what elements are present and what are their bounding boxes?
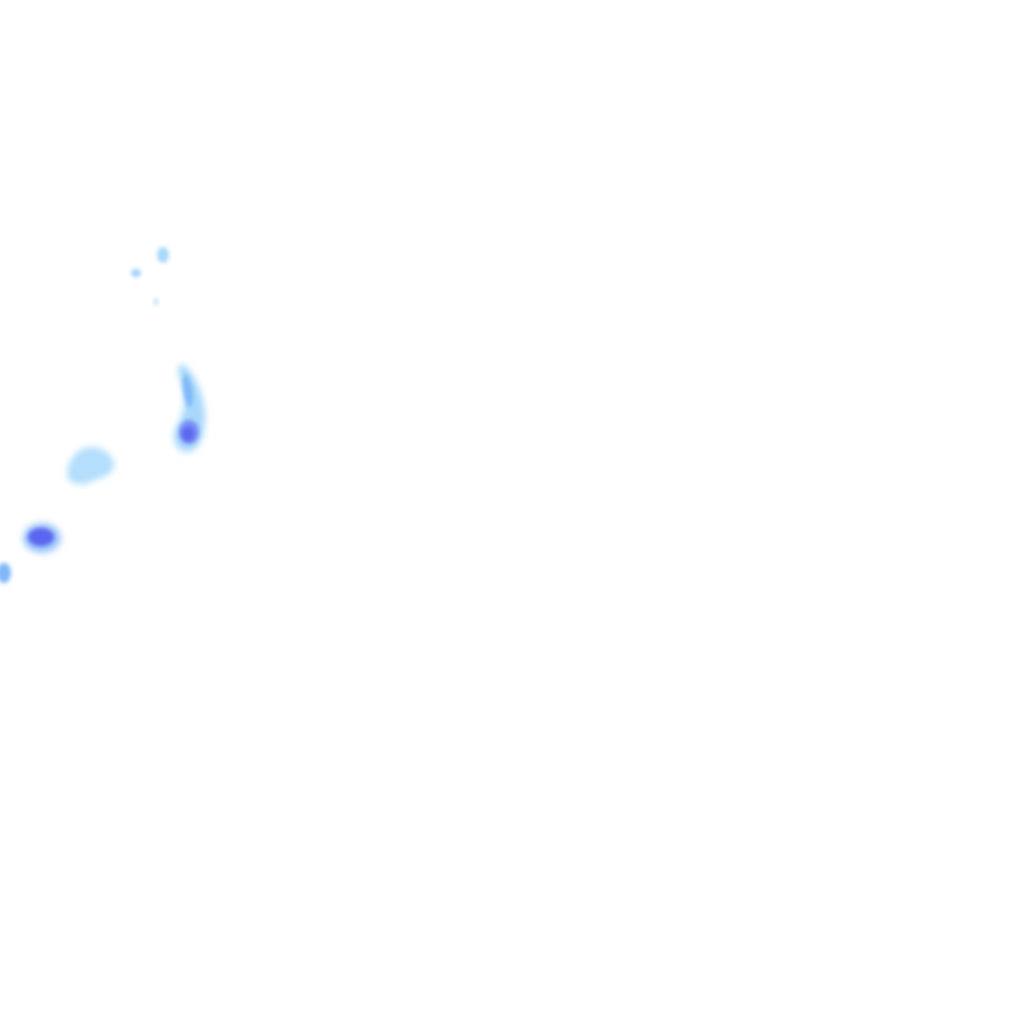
echo-cell-1 bbox=[157, 247, 169, 263]
echo-cell-3 bbox=[154, 298, 158, 306]
echo-cell-7 bbox=[0, 563, 11, 583]
echo-cell-2 bbox=[131, 269, 141, 277]
echo-cell-6 bbox=[23, 523, 61, 553]
echo-cell-4 bbox=[173, 364, 206, 452]
echo-cell-5 bbox=[67, 447, 115, 485]
